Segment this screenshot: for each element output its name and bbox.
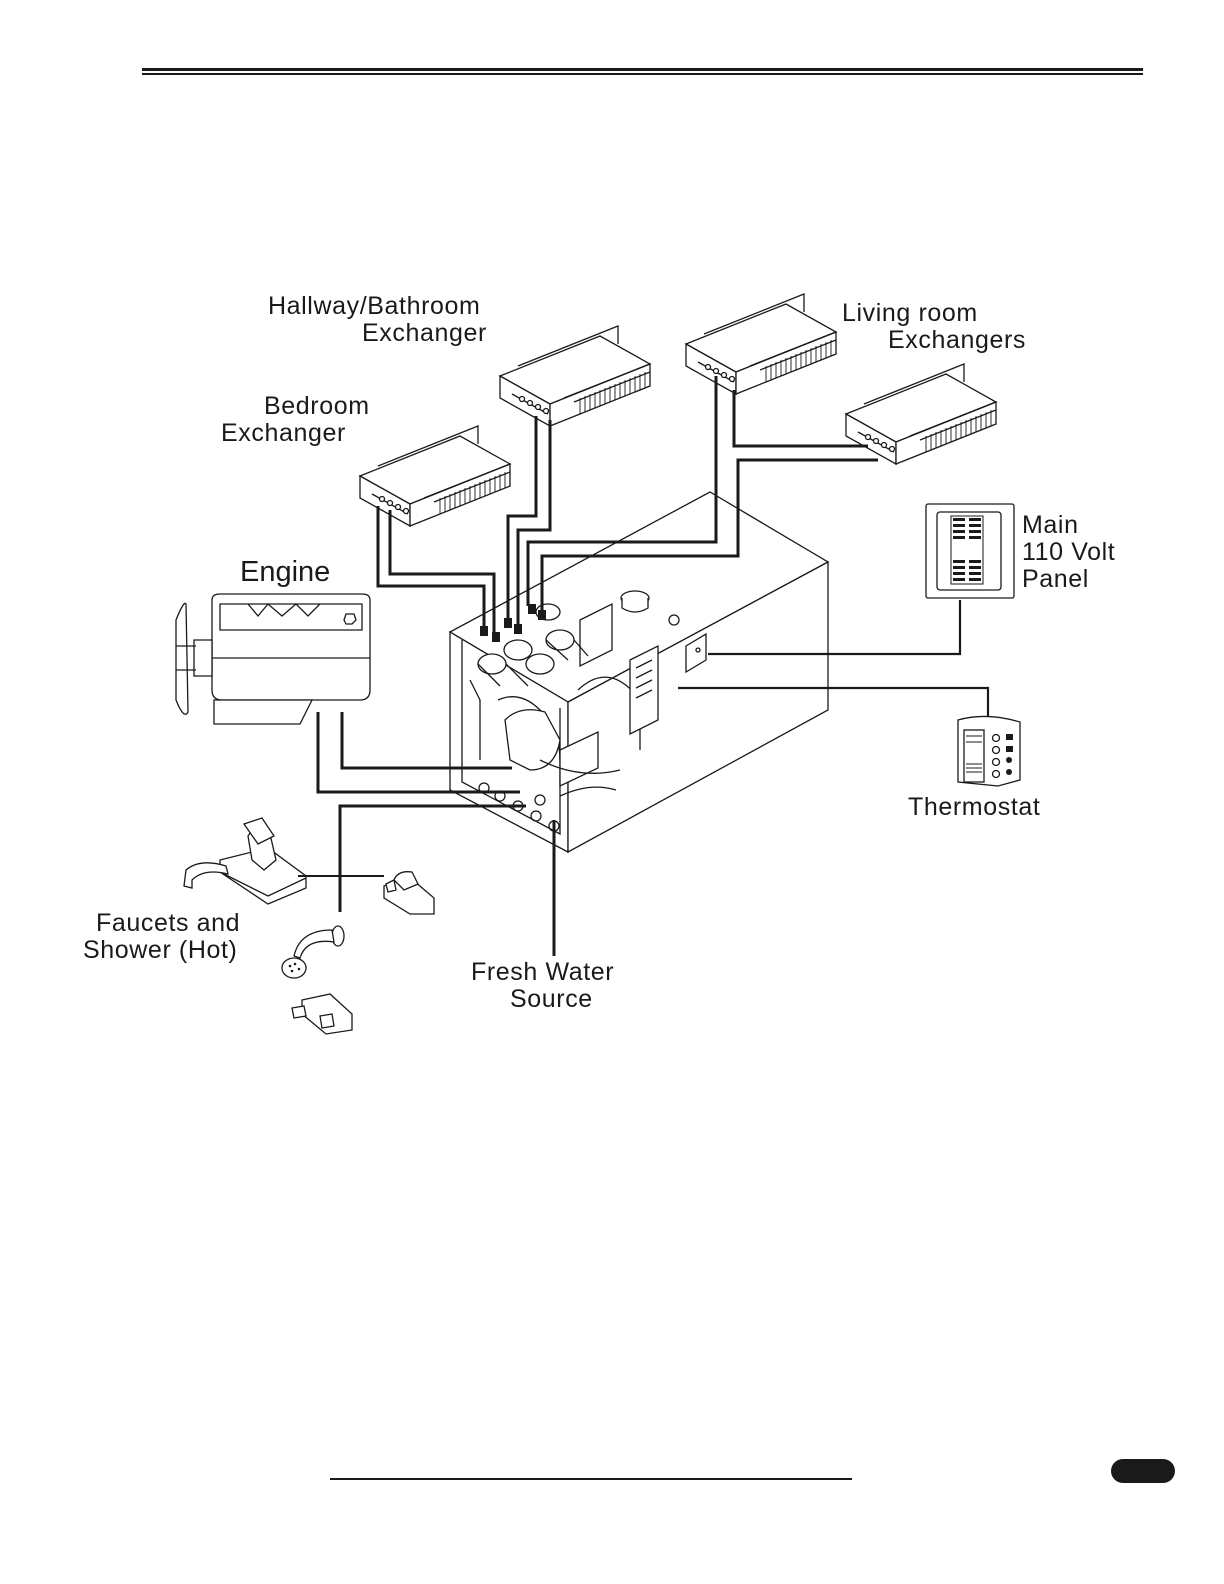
- panel-label-line1: Main: [1022, 511, 1079, 539]
- engine-label: Engine: [240, 556, 330, 588]
- bedroom-label-line2: Exchanger: [221, 419, 346, 447]
- living-room-label-line2: Exchangers: [888, 326, 1026, 354]
- hallway-exchanger-label-line2: Exchanger: [362, 319, 487, 347]
- thermostat-device: [958, 716, 1020, 786]
- footer-rule: [330, 1478, 852, 1480]
- panel-label-line3: Panel: [1022, 565, 1089, 593]
- fresh-water-label-line2: Source: [510, 985, 593, 1013]
- engine: [176, 594, 370, 724]
- bedroom-label-line1: Bedroom: [264, 392, 370, 420]
- hallway-exchanger-label-line1: Hallway/Bathroom: [268, 292, 480, 320]
- hallway-bathroom-exchanger: [500, 326, 650, 426]
- panel-label-line2: 110 Volt: [1022, 538, 1115, 566]
- page-number-tab: [1111, 1459, 1175, 1483]
- living-room-label-line1: Living room: [842, 299, 978, 327]
- thermostat-label: Thermostat: [908, 793, 1040, 821]
- bedroom-exchanger: [360, 426, 510, 526]
- living-room-exchanger-2: [846, 364, 996, 464]
- living-room-exchanger-1: [686, 294, 836, 394]
- faucets-label-line2: Shower (Hot): [83, 936, 237, 964]
- main-110-volt-panel: [926, 504, 1014, 598]
- fresh-water-label-line1: Fresh Water: [471, 958, 614, 986]
- hot-water-line: [340, 806, 526, 912]
- faucets-label-line1: Faucets and: [96, 909, 240, 937]
